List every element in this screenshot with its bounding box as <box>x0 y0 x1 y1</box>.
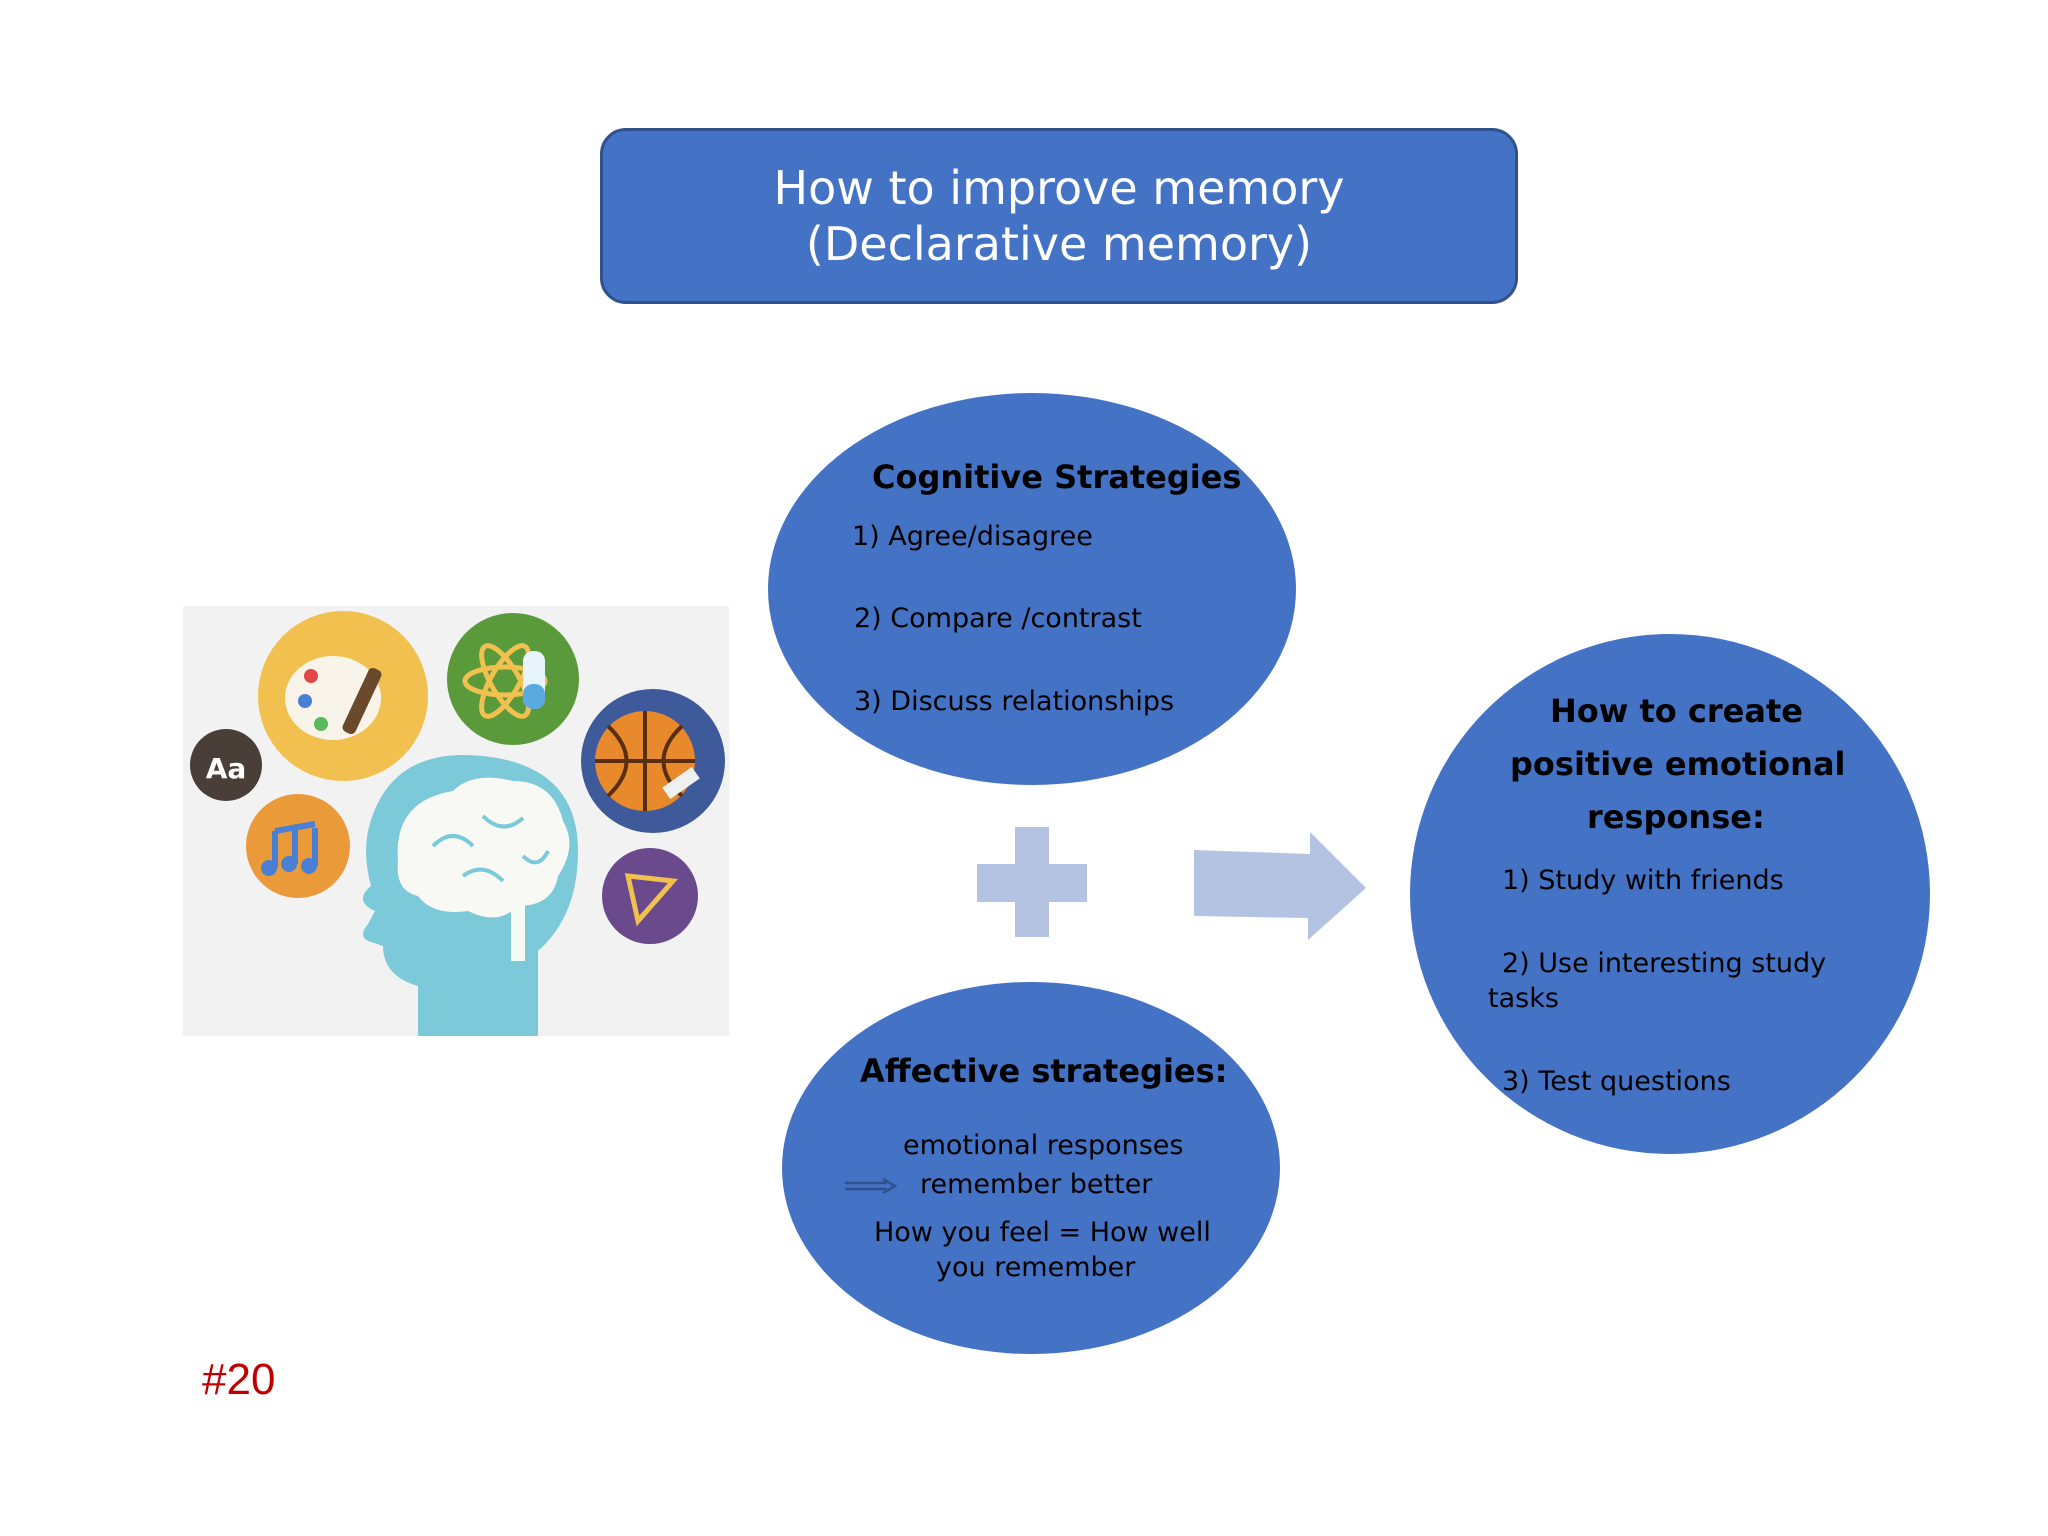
right-arrow-connector <box>1194 832 1366 940</box>
emotional-item: 1) Study with friends <box>1502 865 1784 896</box>
music-icon <box>246 794 350 898</box>
affective-text: emotional responses <box>903 1130 1184 1161</box>
affective-text: you remember <box>936 1252 1136 1283</box>
science-icon <box>447 613 579 745</box>
cognitive-item: 1) Agree/disagree <box>852 521 1093 552</box>
art-palette-icon <box>258 611 428 781</box>
emotional-item: tasks <box>1488 983 1559 1014</box>
affective-strategies-node <box>782 982 1280 1354</box>
page-number: #20 <box>202 1355 276 1404</box>
brain-illustration: Aa <box>183 606 729 1036</box>
title-box: How to improve memory (Declarative memor… <box>600 128 1518 304</box>
badge-text: Aa <box>206 752 247 785</box>
affective-text: remember better <box>920 1169 1153 1200</box>
geometry-icon <box>602 848 698 944</box>
cognitive-item: 2) Compare /contrast <box>854 603 1142 634</box>
affective-text: How you feel = How well <box>874 1217 1211 1248</box>
emotional-response-node <box>1410 634 1930 1154</box>
head-silhouette <box>362 754 578 1036</box>
cognitive-item: 3) Discuss relationships <box>854 686 1175 717</box>
cognitive-strategies-node <box>768 393 1296 785</box>
emotional-heading: positive emotional <box>1510 745 1846 783</box>
language-icon: Aa <box>190 729 262 801</box>
emotional-heading: response: <box>1587 798 1765 836</box>
emotional-item: 2) Use interesting study <box>1502 948 1827 979</box>
title-line-2: (Declarative memory) <box>805 217 1313 271</box>
emotional-item: 3) Test questions <box>1502 1066 1731 1097</box>
emotional-heading: How to create <box>1550 692 1803 730</box>
cognitive-heading: Cognitive Strategies <box>872 458 1242 496</box>
plus-connector <box>977 827 1087 937</box>
implies-arrow-icon <box>845 1178 898 1194</box>
basketball-icon <box>581 689 725 833</box>
affective-heading: Affective strategies: <box>860 1052 1228 1090</box>
title-line-1: How to improve memory <box>773 161 1345 215</box>
